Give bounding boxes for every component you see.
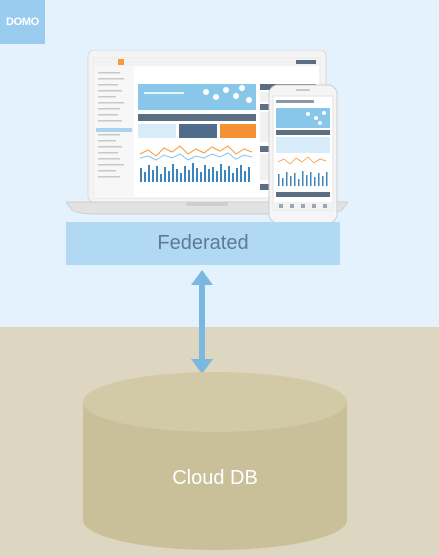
phone-dashboard-icon xyxy=(268,84,338,224)
federated-box: Federated xyxy=(66,222,340,265)
federated-label: Federated xyxy=(157,232,249,254)
double-arrow-icon xyxy=(191,270,213,374)
database-cylinder-icon xyxy=(83,372,347,550)
cloud-db-label: Cloud DB xyxy=(172,467,258,489)
domo-logo: DOMO xyxy=(0,0,45,44)
